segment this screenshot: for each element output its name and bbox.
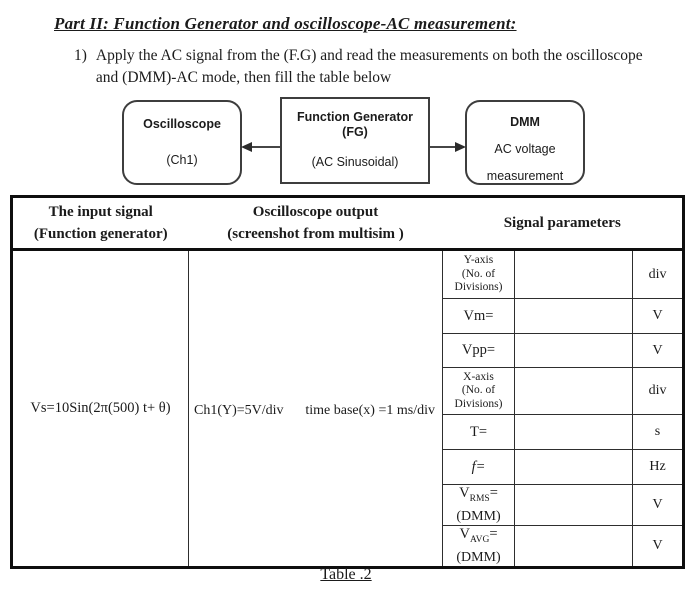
header-oscilloscope-output: Oscilloscope output (screenshot from mul…	[188, 196, 443, 251]
param-row-period: T= s	[12, 414, 685, 450]
instruction-line-1: Apply the AC signal from the (F.G) and r…	[95, 47, 643, 64]
param-label-cell: X-axis (No. of Divisions)	[442, 367, 515, 415]
scope-output-cell: Ch1(Y)=5V/div time base(x) =1 ms/div	[188, 249, 443, 568]
param-label-cell: VAVG= (DMM)	[442, 524, 515, 568]
param-unit-cell: V	[631, 333, 685, 368]
param-value-cell	[514, 524, 633, 568]
page-title: Part II: Function Generator and oscillos…	[54, 14, 517, 33]
dmm-box-line2: measurement	[486, 169, 564, 183]
param-unit-cell: Hz	[631, 449, 685, 485]
param-unit-cell: V	[631, 298, 685, 334]
param-label-cell: Y-axis (No. of Divisions)	[442, 249, 515, 299]
measurement-table-wrapper: The input signal (Function generator) Os…	[10, 195, 686, 569]
param-row-y-axis: Vs=10Sin(2π(500) t+ θ) Ch1(Y)=5V/div tim…	[11, 249, 685, 568]
param-row-frequency: f= Hz	[12, 449, 685, 485]
param-unit-cell: V	[631, 484, 685, 526]
param-value-cell	[514, 367, 633, 415]
function-generator-box: Function Generator (FG) (AC Sinusoidal)	[280, 97, 430, 184]
instruction-line-2: and (DMM)-AC mode, then fill the table b…	[95, 69, 392, 86]
param-row-vrms: VRMS= (DMM) V	[12, 484, 685, 526]
param-unit-cell: div	[631, 249, 685, 299]
table-caption: Table .2	[320, 566, 372, 583]
arrow-right-icon	[430, 142, 466, 152]
param-label-cell: VRMS= (DMM)	[442, 484, 515, 526]
param-label-cell: T=	[442, 414, 515, 450]
instruction-item: 1) Apply the AC signal from the (F.G) an…	[74, 45, 643, 89]
x-axis-label-line1: X-axis	[463, 370, 494, 383]
table-header-row: The input signal (Function generator) Os…	[11, 196, 684, 251]
header-input-signal-line1: The input signal	[48, 204, 153, 220]
dmm-box-line1: AC voltage	[494, 142, 556, 156]
param-value-cell	[514, 249, 633, 299]
dmm-box: DMM AC voltage measurement	[465, 100, 585, 185]
oscilloscope-box-subtitle: (Ch1)	[166, 153, 198, 167]
param-value-cell	[514, 449, 633, 485]
x-axis-label-line2: (No. of	[461, 384, 496, 397]
vrms-label: VRMS=	[459, 485, 498, 504]
scope-timebase-setting: time base(x) =1 ms/div	[305, 402, 435, 418]
function-generator-box-title: Function Generator	[297, 110, 413, 124]
y-axis-label-line2: (No. of	[461, 267, 496, 280]
param-value-cell	[514, 484, 633, 526]
param-label-cell: Vm=	[442, 298, 515, 334]
param-label-cell: f=	[442, 449, 515, 485]
vavg-label-line2: (DMM)	[456, 549, 501, 565]
oscilloscope-box-title: Oscilloscope	[143, 117, 221, 131]
input-signal-cell: Vs=10Sin(2π(500) t+ θ)	[11, 249, 189, 568]
param-label-cell: Vpp=	[442, 333, 515, 368]
header-signal-parameters: Signal parameters	[442, 196, 684, 251]
function-generator-box-title2: (FG)	[342, 125, 368, 139]
y-axis-label-line1: Y-axis	[463, 254, 494, 267]
param-value-cell	[514, 414, 633, 450]
param-value-cell	[514, 333, 633, 368]
param-unit-cell: V	[631, 524, 685, 568]
header-oscilloscope-output-line1: Oscilloscope output	[252, 204, 379, 220]
y-axis-label-line3: Divisions)	[454, 281, 503, 294]
param-row-x-axis: X-axis (No. of Divisions) div	[12, 367, 685, 415]
param-unit-cell: s	[631, 414, 685, 450]
param-row-vavg: VAVG= (DMM) V	[12, 524, 685, 568]
arrow-left-icon	[241, 142, 280, 152]
function-generator-box-subtitle: (AC Sinusoidal)	[311, 155, 399, 169]
measurement-table: The input signal (Function generator) Os…	[10, 195, 686, 569]
vrms-label-line2: (DMM)	[456, 508, 501, 524]
dmm-box-title: DMM	[510, 115, 540, 129]
oscilloscope-box: Oscilloscope (Ch1)	[122, 100, 242, 185]
header-input-signal-line2: (Function generator)	[33, 226, 168, 242]
scope-settings: Ch1(Y)=5V/div time base(x) =1 ms/div	[189, 398, 442, 419]
param-unit-cell: div	[631, 367, 685, 415]
param-value-cell	[514, 298, 633, 334]
x-axis-label-line3: Divisions)	[454, 397, 503, 410]
scope-ch1-setting: Ch1(Y)=5V/div	[194, 402, 284, 418]
header-input-signal: The input signal (Function generator)	[11, 196, 189, 251]
vavg-label: VAVG=	[459, 525, 498, 545]
header-oscilloscope-output-line2: (screenshot from multisim )	[227, 226, 404, 242]
instruction-text: Apply the AC signal from the (F.G) and r…	[96, 45, 643, 89]
instruction-number: 1)	[74, 47, 87, 64]
